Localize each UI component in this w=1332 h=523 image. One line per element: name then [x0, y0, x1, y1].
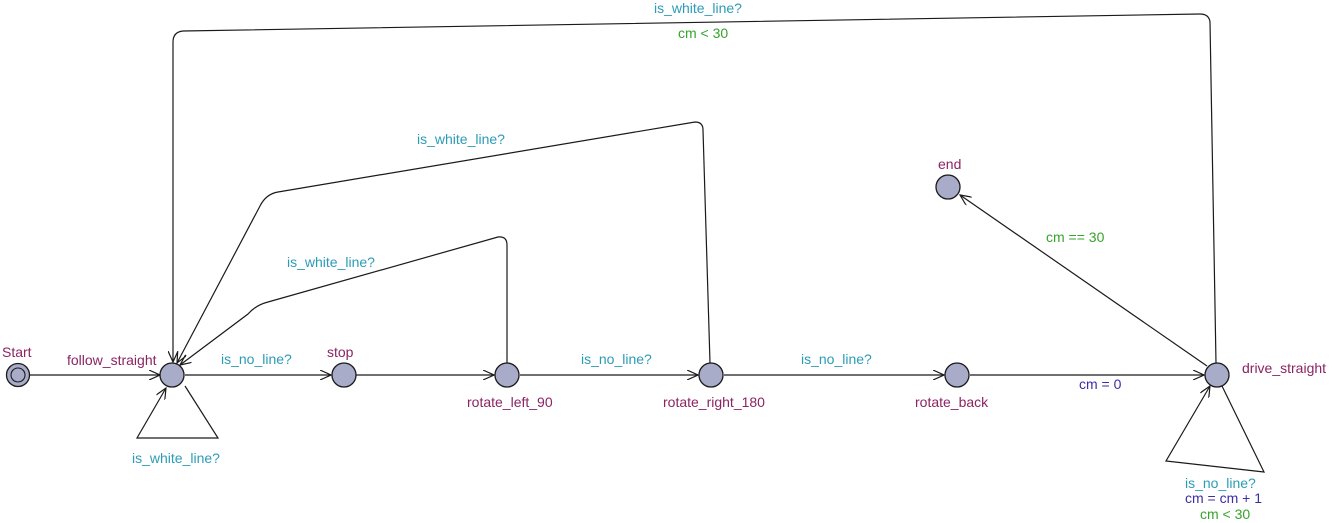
location-rotate-left-90[interactable] [494, 362, 520, 388]
label-top-loop-sync: is_white_line? [654, 0, 742, 16]
edge-rotate-left-90-to-follow-straight [180, 236, 508, 365]
edge-rotate-right-180-to-follow-straight [177, 121, 711, 363]
location-name-start: Start [2, 344, 32, 360]
location-follow-straight[interactable] [159, 362, 185, 388]
label-drive-to-end-guard: cm == 30 [1046, 229, 1105, 245]
location-rotate-right-180[interactable] [698, 362, 724, 388]
edge-drive-straight-to-end [960, 195, 1208, 367]
location-end[interactable] [935, 174, 961, 200]
location-name-stop: stop [327, 344, 354, 360]
edge-drive-straight-self-loop [1165, 386, 1266, 473]
label-rotate-right-back-sync: is_white_line? [417, 131, 505, 147]
label-follow-to-stop-sync: is_no_line? [221, 351, 292, 367]
label-drive-self-guard: cm < 30 [1200, 506, 1250, 522]
location-rotate-back[interactable] [944, 362, 970, 388]
location-name-rotate-back: rotate_back [915, 394, 989, 410]
label-drive-self-update: cm = cm + 1 [1185, 490, 1262, 506]
label-follow-self-sync: is_white_line? [132, 450, 220, 466]
label-rotate-left-back-sync: is_white_line? [287, 254, 375, 270]
label-drive-self-sync: is_no_line? [1185, 475, 1256, 491]
edge-follow-straight-self-loop [135, 385, 220, 439]
location-name-follow-straight: follow_straight [67, 352, 157, 368]
label-back-to-drive-update: cm = 0 [1079, 376, 1122, 392]
location-drive-straight[interactable] [1204, 362, 1230, 388]
edge-drive-straight-to-follow-straight [173, 13, 1217, 364]
location-name-rotate-left-90: rotate_left_90 [467, 394, 553, 410]
label-left-to-right-sync: is_no_line? [581, 351, 652, 367]
location-stop[interactable] [331, 362, 357, 388]
label-top-loop-guard: cm < 30 [678, 25, 728, 41]
location-name-drive-straight: drive_straight [1242, 360, 1326, 376]
location-start[interactable] [5, 362, 31, 388]
location-name-end: end [938, 156, 961, 172]
location-name-rotate-right-180: rotate_right_180 [663, 394, 765, 410]
label-right-to-back-sync: is_no_line? [801, 351, 872, 367]
